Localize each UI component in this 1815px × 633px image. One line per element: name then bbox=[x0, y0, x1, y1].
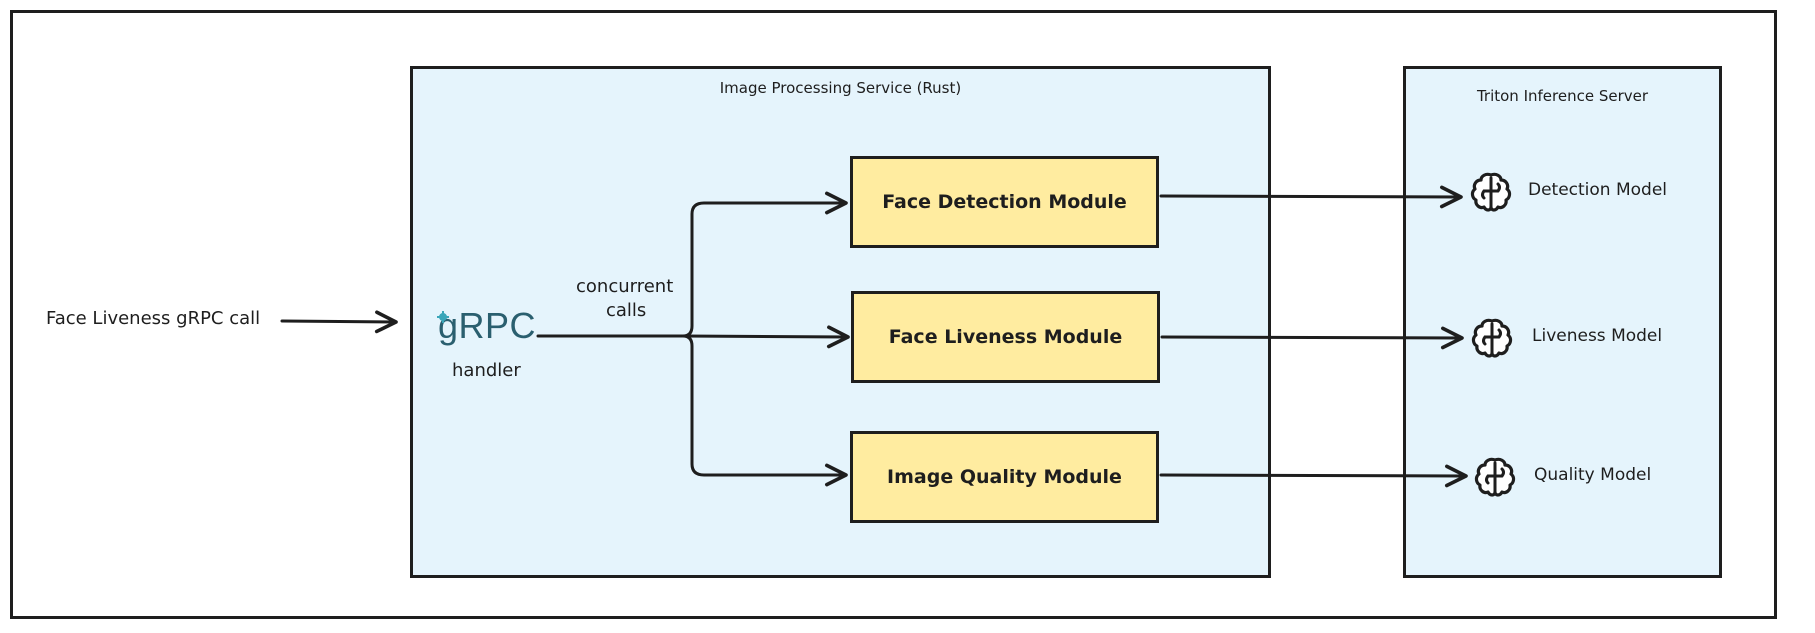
service-title: Image Processing Service (Rust) bbox=[719, 79, 962, 97]
image-quality-module-label: Image Quality Module bbox=[887, 466, 1122, 488]
input-arrow bbox=[280, 310, 398, 334]
face-liveness-module-label: Face Liveness Module bbox=[888, 326, 1123, 348]
liveness-model-brain-icon bbox=[1471, 318, 1513, 358]
quality-to-model-arrow bbox=[1159, 464, 1468, 488]
detection-to-model-arrow bbox=[1159, 185, 1463, 209]
detection-model-brain-icon bbox=[1470, 172, 1512, 212]
image-quality-module: Image Quality Module bbox=[850, 431, 1159, 523]
grpc-logo: gRPC bbox=[438, 305, 536, 347]
handler-label: handler bbox=[452, 360, 521, 381]
quality-model-brain-icon bbox=[1474, 457, 1516, 497]
detection-model-label: Detection Model bbox=[1528, 180, 1668, 200]
concurrent-calls-label-line1: concurrent bbox=[576, 276, 674, 297]
fanout-to-liveness-arrow bbox=[681, 325, 850, 349]
triton-inference-server-panel: Triton Inference Server bbox=[1403, 66, 1722, 578]
concurrent-calls-label-line2: calls bbox=[606, 300, 647, 321]
face-detection-module: Face Detection Module bbox=[850, 156, 1159, 248]
face-liveness-module: Face Liveness Module bbox=[851, 291, 1160, 383]
liveness-to-model-arrow bbox=[1160, 326, 1464, 350]
input-call-label: Face Liveness gRPC call bbox=[46, 308, 261, 329]
triton-title: Triton Inference Server bbox=[1476, 87, 1649, 105]
fanout-to-quality-arrow bbox=[681, 334, 848, 487]
face-detection-module-label: Face Detection Module bbox=[882, 191, 1127, 213]
grpc-logo-mark bbox=[437, 311, 449, 323]
fanout-to-detection-arrow bbox=[681, 191, 848, 338]
quality-model-label: Quality Model bbox=[1534, 465, 1652, 485]
grpc-logo-text: gRPC bbox=[438, 305, 537, 346]
liveness-model-label: Liveness Model bbox=[1532, 326, 1663, 346]
